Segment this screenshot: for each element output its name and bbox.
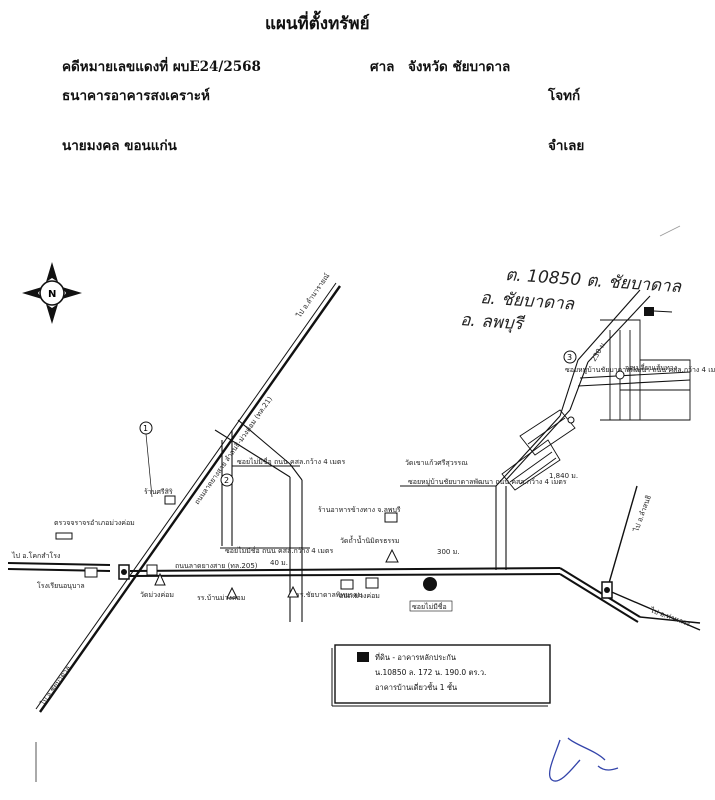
marker-3: 3 bbox=[563, 350, 577, 364]
court-label: ศาล bbox=[370, 59, 395, 75]
plaintiff-role: โจทก์ bbox=[548, 88, 581, 104]
marker-1: 1 bbox=[139, 421, 153, 498]
court-location: จังหวัด ชัยบาดาล bbox=[408, 59, 511, 75]
main-diagonal-road bbox=[35, 282, 341, 713]
soi-label-5: ซอยไม่มีชื่อ bbox=[412, 602, 447, 611]
compass-letter: N bbox=[48, 289, 56, 300]
landmark-post: อบต.ม่วงค่อม bbox=[339, 592, 380, 600]
distance-label: 300 ม. bbox=[437, 548, 459, 556]
distance-label: 40 ม. bbox=[270, 559, 288, 567]
distance-label: 1,840 ม. bbox=[549, 472, 578, 480]
svg-text:1: 1 bbox=[143, 424, 148, 433]
signature bbox=[548, 737, 619, 782]
landmark-village: จุดเปลี่ยนเส้นทาง bbox=[625, 363, 677, 372]
road-label-sw: ไป อ.ชัยบาดาล bbox=[38, 664, 73, 708]
landmark-temple3: วัดเขาแก้วศรีสุวรรณ bbox=[405, 459, 468, 467]
soi-label-3: ซอยหมู่บ้านชัยบาดาลพัฒนา ถนน คสล.กว้าง 4… bbox=[408, 478, 567, 486]
handwritten-note: อ. ชัยบาดาล bbox=[480, 288, 577, 315]
defendant-role: จำเลย bbox=[548, 138, 585, 154]
road-label-main: ถนนลาดยางสาย (ทล.205) bbox=[175, 562, 258, 570]
land-plots bbox=[501, 319, 691, 491]
legend-line-3: อาคารบ้านเดี่ยวชั้น 1 ชั้น bbox=[375, 682, 457, 692]
road-sign-icon bbox=[55, 532, 73, 540]
plaintiff-name: ธนาคารอาคารสงเคราะห์ bbox=[62, 88, 210, 104]
property-marker-icon bbox=[644, 307, 654, 316]
legend-swatch-icon bbox=[357, 652, 369, 662]
landmark-school: รร.บ้านม่วงค่อม bbox=[197, 594, 245, 602]
landmark-temple2: วัดม่วงค่อม bbox=[140, 591, 174, 599]
landmark-police: ตรวจจราจรอำเภอม่วงค่อม bbox=[54, 519, 135, 527]
fuel-station-icon bbox=[423, 577, 437, 591]
landmark-temple: วัดถ้ำน้ำนิมิตรธรรม bbox=[340, 534, 399, 545]
junction-icon bbox=[615, 370, 625, 380]
road-label-west: ไป อ.โคกสำโรง bbox=[11, 551, 60, 560]
soi-label-4: ซอยหมู่บ้านชัยบาดาลพัฒนา ถนน คสล.กว้าง 4… bbox=[565, 366, 715, 374]
building-icon bbox=[340, 579, 354, 590]
page-title: แผนที่ตั้งทรัพย์ bbox=[265, 14, 370, 34]
legend-line-1: ที่ดิน - อาคารหลักประกัน bbox=[375, 652, 456, 662]
road-label-north-east: ไป อ.ลำสนธิ bbox=[631, 494, 653, 534]
temple-icon bbox=[385, 548, 399, 563]
svg-text:2: 2 bbox=[224, 476, 229, 485]
road-label-diag: ถนนลาดยางสาย ลำสนธิ-ม่วงค่อม (ทล.21) bbox=[193, 395, 274, 506]
building-icon bbox=[365, 577, 379, 589]
defendant-name: นายมงคล ขอนแก่น bbox=[62, 138, 177, 154]
road-label-ne: ไป อ.ลำนารายณ์ bbox=[294, 271, 332, 320]
handwritten-note: อ. ลพบุรี bbox=[460, 310, 527, 335]
building-icon bbox=[164, 495, 176, 505]
legend-line-2: น.10850 ล. 172 น. 190.0 ตร.ว. bbox=[375, 668, 486, 677]
landmark-shop-n: ร้านศรีสิริ bbox=[144, 488, 173, 496]
building-icon bbox=[384, 512, 398, 523]
marker-2: 2 bbox=[220, 473, 234, 487]
school-icon bbox=[226, 586, 238, 599]
traffic-light-icon bbox=[601, 581, 613, 599]
svg-text:3: 3 bbox=[567, 353, 572, 362]
road-label-se: ไป อ.ท่าหลวง bbox=[648, 605, 691, 628]
landmark-office: รร.ชัยบาดาลพิทยาคม bbox=[296, 591, 362, 599]
building-icon bbox=[84, 567, 98, 578]
legend-box: ที่ดิน - อาคารหลักประกัน น.10850 ล. 172 … bbox=[331, 644, 551, 707]
soi-roads bbox=[214, 289, 691, 622]
soi-label-2: ซอยไม่มีชื่อ ถนน คสล.กว้าง 4 เมตร bbox=[225, 546, 333, 555]
soi-label-1: ซอยไม่มีชื่อ ถนน คสล.กว้าง 4 เมตร bbox=[237, 457, 345, 466]
junction-icon bbox=[567, 416, 575, 424]
flag-icon bbox=[287, 585, 299, 598]
traffic-light-icon bbox=[118, 564, 130, 580]
building-icon bbox=[146, 564, 158, 576]
landmark-shop-w: โรงเรียนอนุบาล bbox=[37, 581, 85, 590]
temple-icon bbox=[154, 572, 166, 586]
compass-icon: N bbox=[22, 262, 82, 324]
case-number: คดีหมายเลขแดงที่ ผบE24/2568 bbox=[62, 59, 261, 75]
landmark-restaurant: ร้านอาหารข้างทาง จ.ลพบุรี bbox=[318, 506, 401, 514]
